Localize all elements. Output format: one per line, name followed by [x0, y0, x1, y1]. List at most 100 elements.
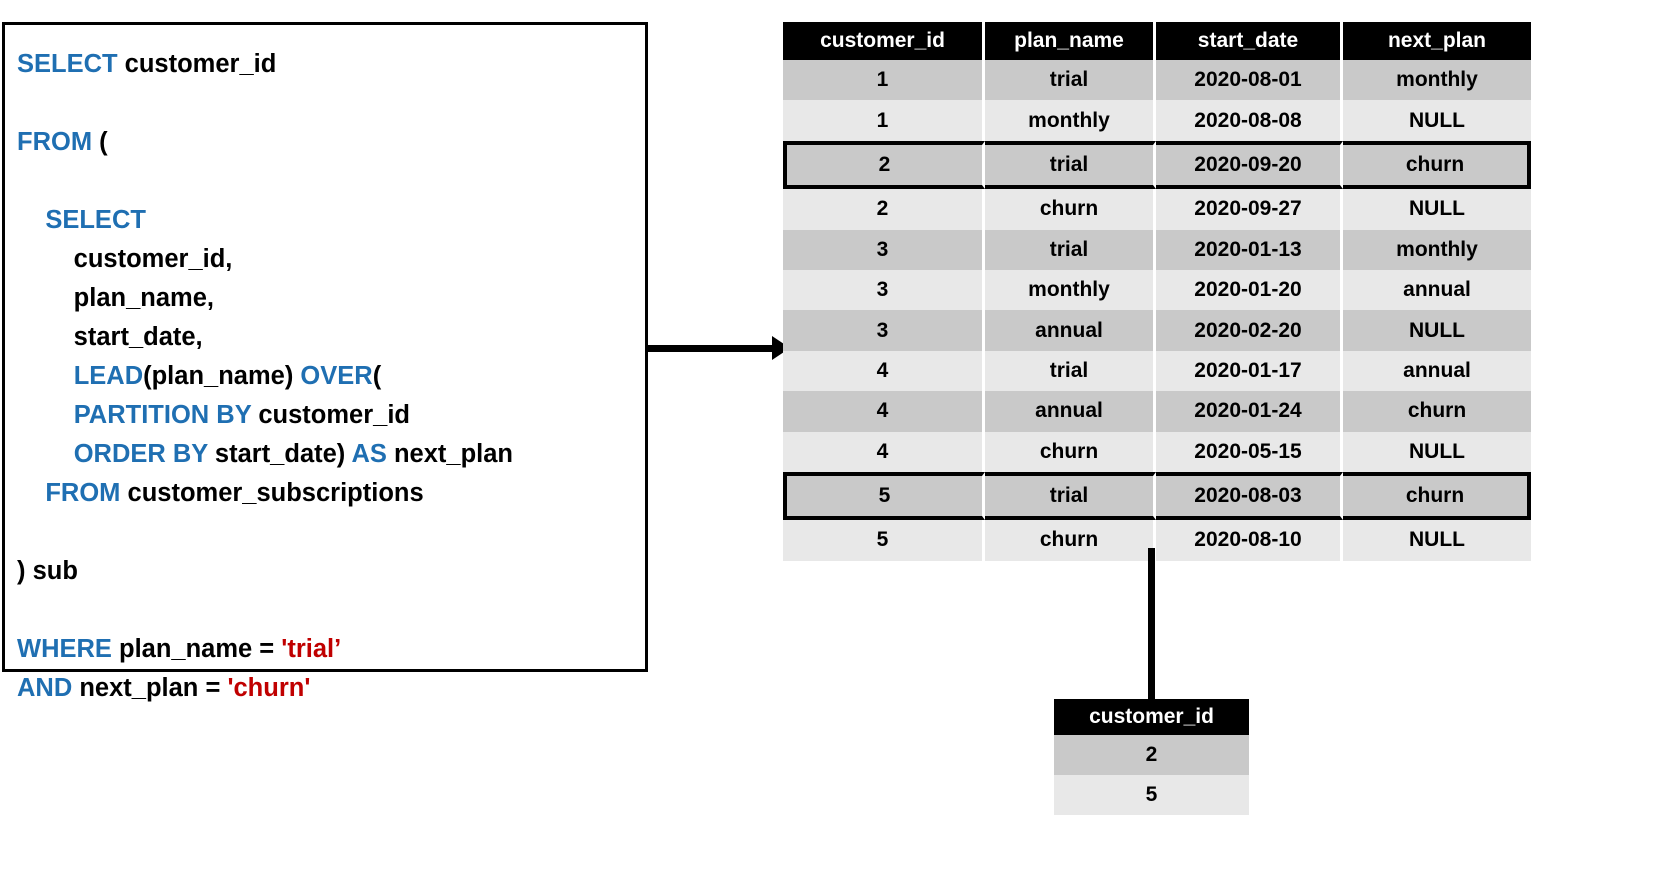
cell-next_plan: churn [1343, 471, 1531, 521]
sql-token-kw: FROM [45, 479, 121, 507]
sql-query-code: SELECT customer_id FROM ( SELECT custome… [17, 45, 641, 708]
sql-token-id [17, 440, 74, 468]
sql-line-15: WHERE plan_name = 'trial’ [17, 630, 641, 669]
cell-start_date: 2020-01-20 [1156, 269, 1343, 311]
cell-customer_id: 3 [783, 269, 985, 311]
sql-token-id: start_date, [17, 323, 203, 351]
sql-token-id: next_plan = [72, 674, 228, 702]
cell-start_date: 2020-09-27 [1156, 189, 1343, 230]
cell-next_plan: churn [1343, 391, 1531, 432]
sql-line-5: customer_id, [17, 240, 641, 279]
cell-customer_id: 1 [783, 60, 985, 101]
query-to-table-arrow-line [648, 345, 780, 352]
cell-customer_id: 3 [783, 310, 985, 351]
sql-line-2: FROM ( [17, 123, 641, 162]
sql-line-16: AND next_plan = 'churn' [17, 669, 641, 708]
sql-query-box: SELECT customer_id FROM ( SELECT custome… [2, 22, 648, 702]
sql-token-kw: OVER [300, 362, 373, 390]
cell-start_date: 2020-01-13 [1156, 229, 1343, 270]
cell-start_date: 2020-05-15 [1156, 431, 1343, 472]
column-header-start_date: start_date [1156, 22, 1343, 60]
sql-token-kw: AS [351, 440, 387, 468]
table-row: 5 [1054, 775, 1249, 815]
sql-line-13: ) sub [17, 552, 641, 591]
sql-token-kw: SELECT [45, 206, 146, 234]
cell-plan_name: annual [985, 310, 1156, 351]
cell-customer_id: 4 [783, 391, 985, 432]
result-table-header-row: customer_id [1054, 699, 1249, 735]
cell-customer_id: 1 [783, 100, 985, 141]
cell-start_date: 2020-02-20 [1156, 310, 1343, 351]
column-header-next_plan: next_plan [1343, 22, 1531, 60]
sql-token-kw: SELECT [17, 50, 118, 78]
sql-token-kw: PARTITION BY [73, 401, 252, 429]
sql-token-id: plan_name, [17, 284, 214, 312]
cell-customer_id: 5 [783, 520, 985, 561]
cell-start_date: 2020-01-24 [1156, 391, 1343, 432]
cell-next_plan: NULL [1343, 189, 1531, 230]
sql-token-id: (plan_name) [143, 362, 301, 390]
cell-start_date: 2020-08-10 [1156, 520, 1343, 561]
sql-line-14 [17, 591, 641, 630]
cell-plan_name: trial [985, 350, 1156, 392]
cell-customer_id: 2 [1054, 735, 1249, 775]
cell-plan_name: monthly [985, 269, 1156, 311]
sql-token-id: ( [372, 362, 382, 390]
cell-customer_id: 5 [783, 471, 985, 521]
cell-next_plan: NULL [1343, 431, 1531, 472]
sql-token-str: 'trial’ [281, 635, 342, 663]
cell-customer_id: 2 [783, 189, 985, 230]
sql-token-kw: WHERE [17, 635, 112, 663]
sql-line-11: FROM customer_subscriptions [17, 474, 641, 513]
cell-start_date: 2020-09-20 [1156, 140, 1343, 190]
sql-token-kw: ORDER BY [73, 440, 208, 468]
cell-next_plan: NULL [1343, 100, 1531, 141]
sql-token-kw: AND [17, 674, 73, 702]
sql-token-id: customer_id, [17, 245, 233, 273]
sql-token-kw: FROM [17, 128, 93, 156]
sql-line-6: plan_name, [17, 279, 641, 318]
cell-start_date: 2020-08-03 [1156, 471, 1343, 521]
cell-plan_name: trial [985, 229, 1156, 270]
sql-token-id [17, 401, 74, 429]
sql-token-id: ) sub [17, 557, 78, 585]
sql-token-id: customer_id [117, 50, 277, 78]
cell-customer_id: 4 [783, 350, 985, 392]
main-data-table: customer_id plan_name start_date next_pl… [783, 22, 1531, 561]
cell-start_date: 2020-01-17 [1156, 350, 1343, 392]
cell-next_plan: annual [1343, 350, 1531, 392]
sql-token-kw: LEAD [73, 362, 144, 390]
cell-plan_name: monthly [985, 100, 1156, 141]
cell-plan_name: churn [985, 520, 1156, 561]
cell-customer_id: 2 [783, 140, 985, 190]
sql-token-id: customer_subscriptions [120, 479, 424, 507]
sql-token-id: plan_name = [111, 635, 282, 663]
sql-token-id [17, 479, 45, 507]
table-row: 2 [1054, 735, 1249, 775]
cell-customer_id: 4 [783, 431, 985, 472]
column-header-customer_id: customer_id [1054, 699, 1249, 735]
cell-plan_name: annual [985, 391, 1156, 432]
table-to-result-arrow-line [1148, 548, 1155, 720]
sql-line-7: start_date, [17, 318, 641, 357]
cell-plan_name: trial [985, 140, 1156, 190]
sql-line-0: SELECT customer_id [17, 45, 641, 84]
cell-start_date: 2020-08-08 [1156, 100, 1343, 141]
sql-line-4: SELECT [17, 201, 641, 240]
sql-line-12 [17, 513, 641, 552]
sql-line-9: PARTITION BY customer_id [17, 396, 641, 435]
sql-token-str: 'churn' [227, 674, 311, 702]
cell-next_plan: monthly [1343, 60, 1531, 101]
sql-token-id: next_plan [386, 440, 513, 468]
